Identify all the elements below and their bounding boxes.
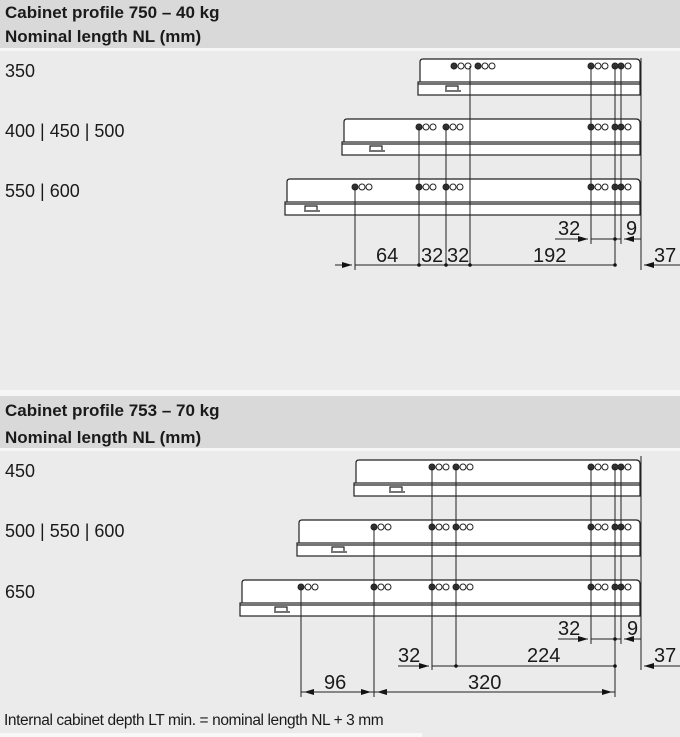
section-1-title: Cabinet profile 750 – 40 kg bbox=[5, 3, 220, 22]
dim-64: 64 bbox=[376, 245, 398, 267]
divider bbox=[0, 48, 680, 51]
section-2-header: Cabinet profile 753 – 70 kg Nominal leng… bbox=[0, 396, 680, 448]
section-2-title: Cabinet profile 753 – 70 kg bbox=[5, 401, 220, 420]
dimension-lines bbox=[335, 236, 680, 268]
row-label: 350 bbox=[5, 61, 36, 81]
dim-37: 37 bbox=[654, 645, 676, 667]
row-label: 500 | 550 | 600 bbox=[5, 521, 125, 541]
dim-9: 9 bbox=[626, 218, 637, 240]
dim-192: 192 bbox=[533, 245, 566, 267]
dim-96: 96 bbox=[324, 672, 346, 694]
divider bbox=[0, 733, 422, 737]
footnote: Internal cabinet depth LT min. = nominal… bbox=[4, 712, 384, 729]
extension-lines bbox=[354, 58, 642, 270]
dim-32: 32 bbox=[421, 245, 443, 267]
dim-32: 32 bbox=[398, 645, 420, 667]
dim-32: 32 bbox=[558, 618, 580, 640]
divider bbox=[0, 448, 680, 451]
dim-9: 9 bbox=[627, 618, 638, 640]
dim-32: 32 bbox=[447, 245, 469, 267]
rail-400-500 bbox=[341, 118, 641, 156]
row-label: 650 bbox=[5, 582, 36, 602]
divider bbox=[0, 390, 680, 396]
rail-450 bbox=[353, 459, 641, 497]
dim-320: 320 bbox=[468, 672, 501, 694]
dimension-lines bbox=[301, 636, 680, 695]
row-label: 400 | 450 | 500 bbox=[5, 121, 125, 141]
section-2-subtitle: Nominal length NL (mm) bbox=[5, 428, 202, 447]
row-label: 550 | 600 bbox=[5, 181, 80, 201]
dim-224: 224 bbox=[527, 645, 560, 667]
extension-lines bbox=[300, 456, 642, 697]
dim-37: 37 bbox=[654, 245, 676, 267]
rail-550-600 bbox=[284, 178, 641, 216]
section-1-subtitle: Nominal length NL (mm) bbox=[5, 27, 202, 46]
dim-32: 32 bbox=[558, 218, 580, 240]
rail-650 bbox=[239, 579, 641, 617]
row-label: 450 bbox=[5, 461, 36, 481]
section-1-header: Cabinet profile 750 – 40 kg Nominal leng… bbox=[0, 0, 680, 48]
